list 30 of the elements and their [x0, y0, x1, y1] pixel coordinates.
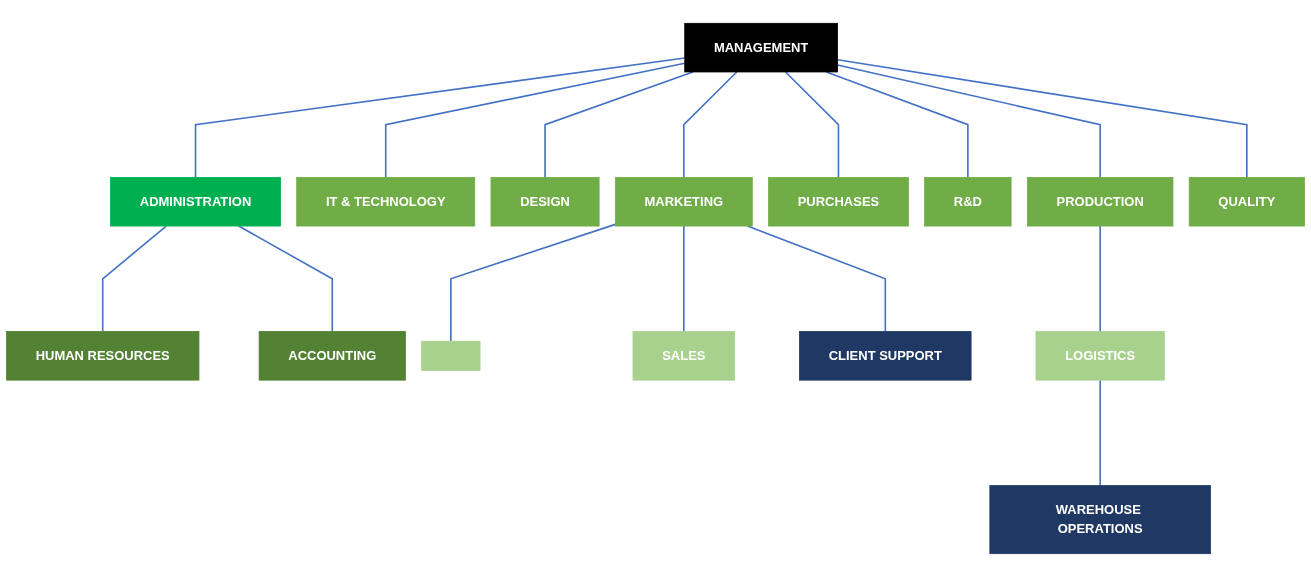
- node-box: ACCOUNTING: [258, 331, 406, 381]
- connector: [836, 58, 1248, 179]
- connector: [683, 71, 738, 179]
- node-box: SALES: [632, 331, 736, 381]
- node-box: WAREHOUSE OPERATIONS: [989, 485, 1211, 555]
- connector: [544, 71, 694, 179]
- node-box: DESIGN: [490, 177, 600, 227]
- node-box: HUMAN RESOURCES: [6, 331, 200, 381]
- node-box: MANAGEMENT: [684, 22, 838, 73]
- node-box: QUALITY: [1188, 177, 1305, 227]
- connector: [450, 223, 617, 342]
- connector: [384, 62, 686, 179]
- node-box: R&D: [924, 177, 1012, 227]
- connector: [237, 225, 334, 333]
- node-box: [421, 340, 481, 371]
- connector: [1099, 225, 1101, 333]
- connector: [836, 64, 1101, 179]
- node-box: CLIENT SUPPORT: [799, 331, 972, 381]
- connector: [194, 57, 686, 179]
- connector: [1099, 379, 1101, 487]
- node-box: LOGISTICS: [1035, 331, 1165, 381]
- connector: [825, 71, 969, 179]
- connector: [101, 225, 168, 333]
- node-box: PRODUCTION: [1026, 177, 1174, 227]
- node-box: MARKETING: [614, 177, 753, 227]
- connector: [683, 225, 685, 333]
- node-box: IT & TECHNOLOGY: [296, 177, 476, 227]
- node-box: ADMINISTRATION: [110, 177, 281, 227]
- node-box: PURCHASES: [768, 177, 909, 227]
- connector: [784, 71, 840, 179]
